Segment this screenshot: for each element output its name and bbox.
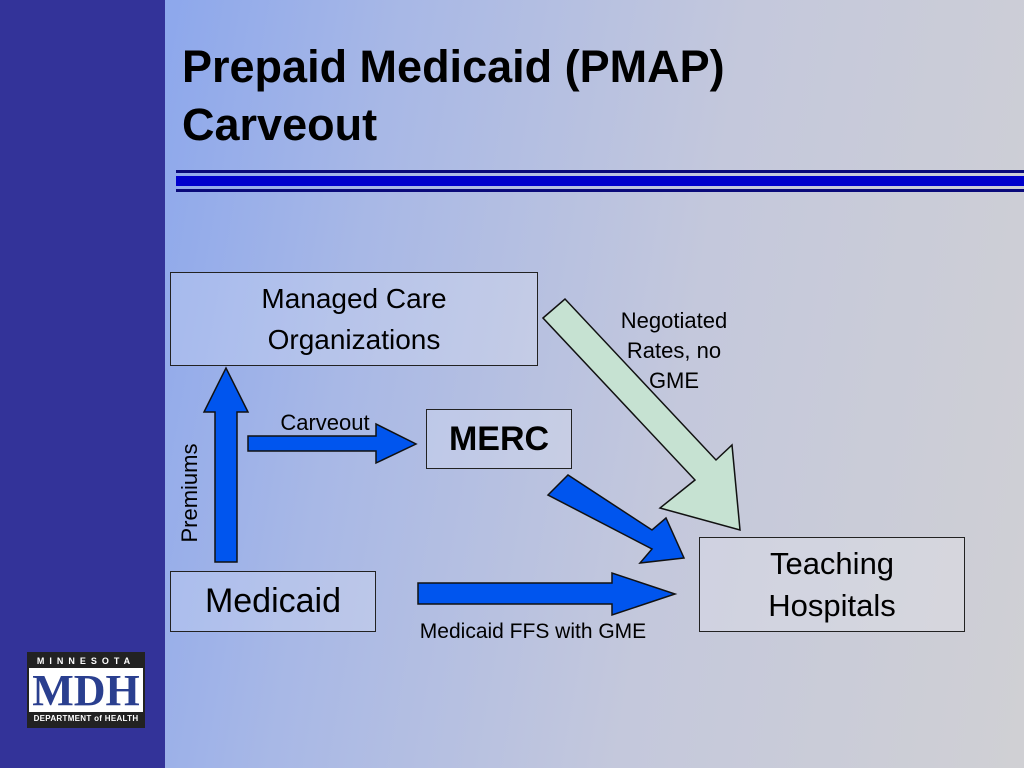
title-rule-top (176, 170, 1024, 173)
merc-box: MERC (426, 409, 572, 469)
slide-title-line-2: Carveout (182, 99, 378, 150)
logo-mdh-text: MDH (32, 666, 140, 715)
teaching-hospitals-box: Teaching Hospitals (699, 537, 965, 632)
slide-title: Prepaid Medicaid (PMAP) Carveout (182, 38, 982, 154)
medicaid-ffs-arrow (417, 571, 678, 617)
title-rule-bottom (176, 189, 1024, 192)
premiums-label: Premiums (177, 443, 202, 543)
negotiated-rates-arrow (541, 297, 741, 532)
medicaid-label: Medicaid (204, 582, 342, 620)
negotiated-label-line-2: Rates, no (626, 338, 722, 363)
title-rule-main (176, 176, 1024, 186)
mdh-logo: MINNESOTA MDH DEPARTMENT of HEALTH (27, 652, 145, 728)
merc-to-hospitals-arrow (546, 474, 686, 564)
teaching-label-line-1: Teaching (769, 545, 895, 581)
teaching-label-line-2: Hospitals (768, 587, 896, 623)
negotiated-label-line-1: Negotiated (620, 308, 728, 333)
medicaid-ffs-label: Medicaid FFS with GME (419, 620, 647, 643)
mco-label-line-2: Organizations (267, 324, 441, 355)
merc-label: MERC (448, 419, 550, 458)
carveout-arrow (247, 422, 418, 465)
left-sidebar-band (0, 0, 165, 768)
slide-title-line-1: Prepaid Medicaid (PMAP) (182, 41, 725, 92)
carveout-label: Carveout (280, 410, 370, 435)
negotiated-rates-label: Negotiated Rates, no GME (596, 306, 752, 396)
logo-state-text: MINNESOTA (29, 654, 143, 668)
logo-department-text: DEPARTMENT of HEALTH (29, 712, 143, 726)
managed-care-organizations-box: Managed Care Organizations (170, 272, 538, 366)
medicaid-box: Medicaid (170, 571, 376, 632)
premiums-arrow (202, 366, 250, 563)
negotiated-label-line-3: GME (648, 368, 700, 393)
mco-label-line-1: Managed Care (261, 283, 447, 314)
